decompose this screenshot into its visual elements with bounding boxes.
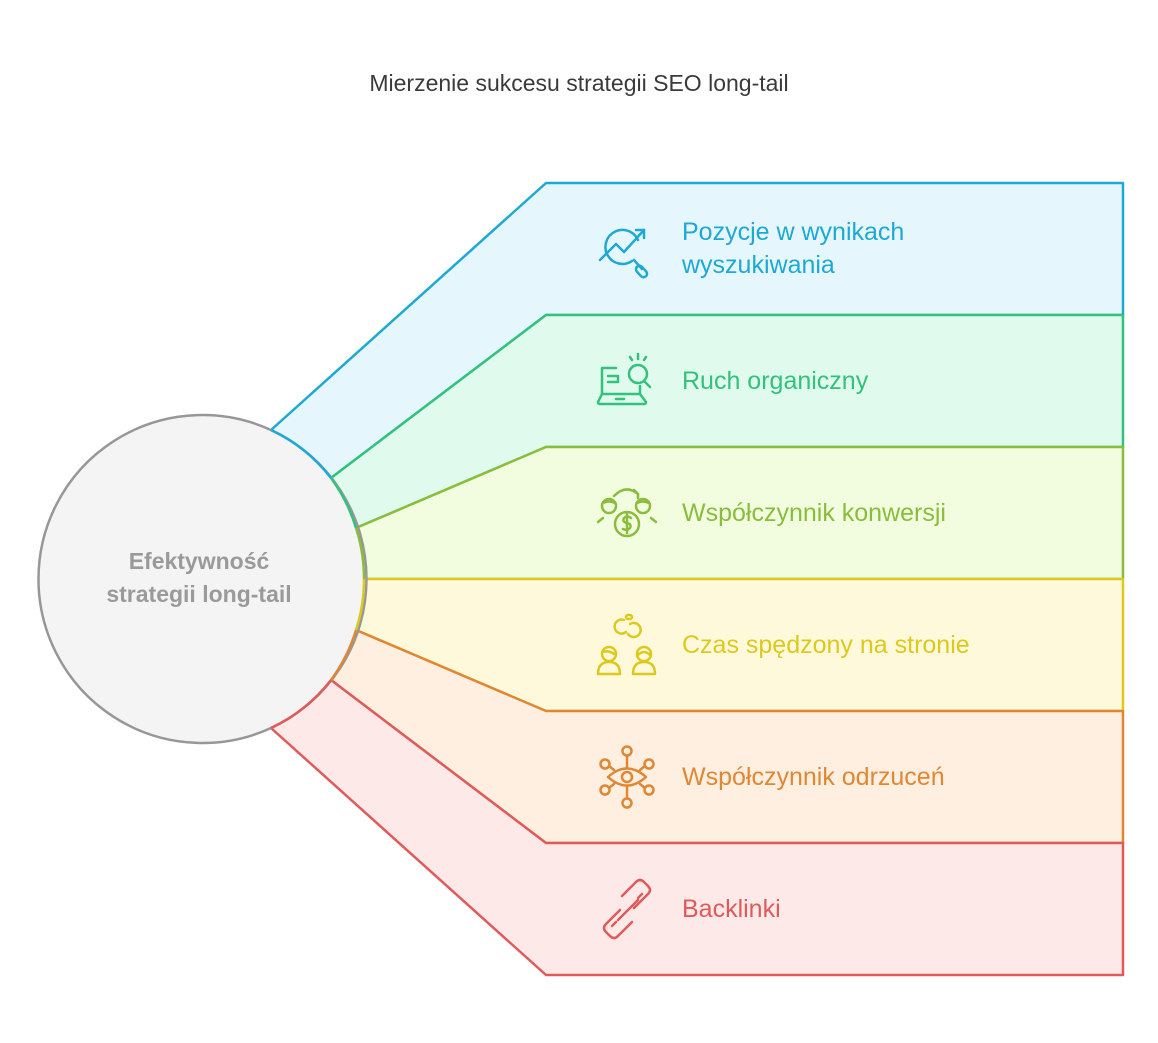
item-label-time-on-page: Czas spędzony na stronie (682, 631, 970, 659)
center-label: Efektywność strategii long-tail (35, 545, 363, 611)
center-circle (37, 413, 368, 745)
diagram-title: Mierzenie sukcesu strategii SEO long-tai… (369, 70, 789, 96)
link-icon (602, 878, 652, 940)
item-label-organic-traffic: Ruch organiczny (682, 367, 869, 395)
laptop-search-icon (596, 352, 652, 406)
eye-network-icon (599, 745, 655, 809)
item-label-positions: Pozycje w wynikach wyszukiwania (682, 218, 905, 279)
users-link-icon (596, 613, 657, 676)
item-label-backlinks: Backlinki (682, 895, 781, 923)
center-label-line1: Efektywność (128, 548, 270, 574)
money-exchange-icon (596, 488, 658, 538)
item-label-bounce-rate: Współczynnik odrzuceń (682, 763, 945, 791)
item-label-conversion-rate: Współczynnik konwersji (682, 499, 946, 527)
search-trend-icon (598, 228, 649, 279)
center-label-line2: strategii long-tail (106, 581, 292, 607)
